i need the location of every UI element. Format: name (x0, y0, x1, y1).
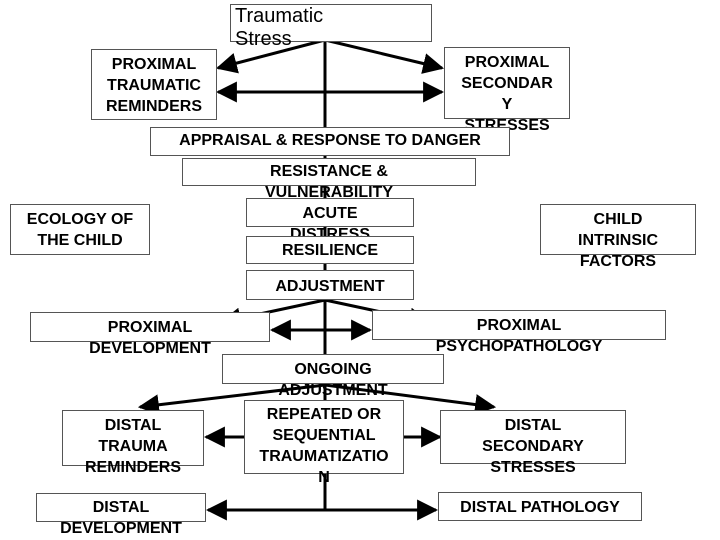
node-resistance: RESISTANCE & VULNERABILITY (182, 158, 476, 201)
arrow-to-proximal-traumatic-reminders (215, 38, 326, 74)
node-proximal-development: PROXIMAL DEVELOPMENT (30, 312, 270, 357)
node-distal-pathology: DISTAL PATHOLOGY (438, 492, 642, 521)
node-adjustment: ADJUSTMENT (246, 270, 414, 300)
node-acute-distress: ACUTE DISTRESS (246, 198, 414, 243)
arrow-to-distal-trauma-reminders (137, 383, 326, 416)
node-proximal-psychopathology: PROXIMAL PSYCHOPATHOLOGY (372, 310, 666, 355)
node-ongoing-adjustment: ONGOING ADJUSTMENT (222, 354, 444, 399)
node-distal-development: DISTAL DEVELOPMENT (36, 493, 206, 537)
node-proximal-secondary-stresses: PROXIMAL SECONDAR Y STRESSES (444, 47, 570, 134)
node-traumatic-stress: Traumatic Stress (230, 4, 432, 50)
node-distal-trauma-reminders: DISTAL TRAUMA REMINDERS (62, 410, 204, 476)
arrow-to-distal-secondary-stresses (324, 383, 497, 415)
arrow-to-proximal-secondary-stresses (324, 38, 445, 74)
node-appraisal: APPRAISAL & RESPONSE TO DANGER (150, 127, 510, 156)
node-ecology-of-the-child: ECOLOGY OF THE CHILD (10, 204, 150, 255)
node-resilience: RESILIENCE (246, 236, 414, 264)
node-distal-secondary-stresses: DISTAL SECONDARY STRESSES (440, 410, 626, 476)
node-proximal-traumatic-reminders: PROXIMAL TRAUMATIC REMINDERS (91, 49, 217, 120)
node-child-intrinsic-factors: CHILD INTRINSIC FACTORS (540, 204, 696, 270)
node-repeated-traumatization: REPEATED OR SEQUENTIAL TRAUMATIZATIO N (244, 400, 404, 486)
